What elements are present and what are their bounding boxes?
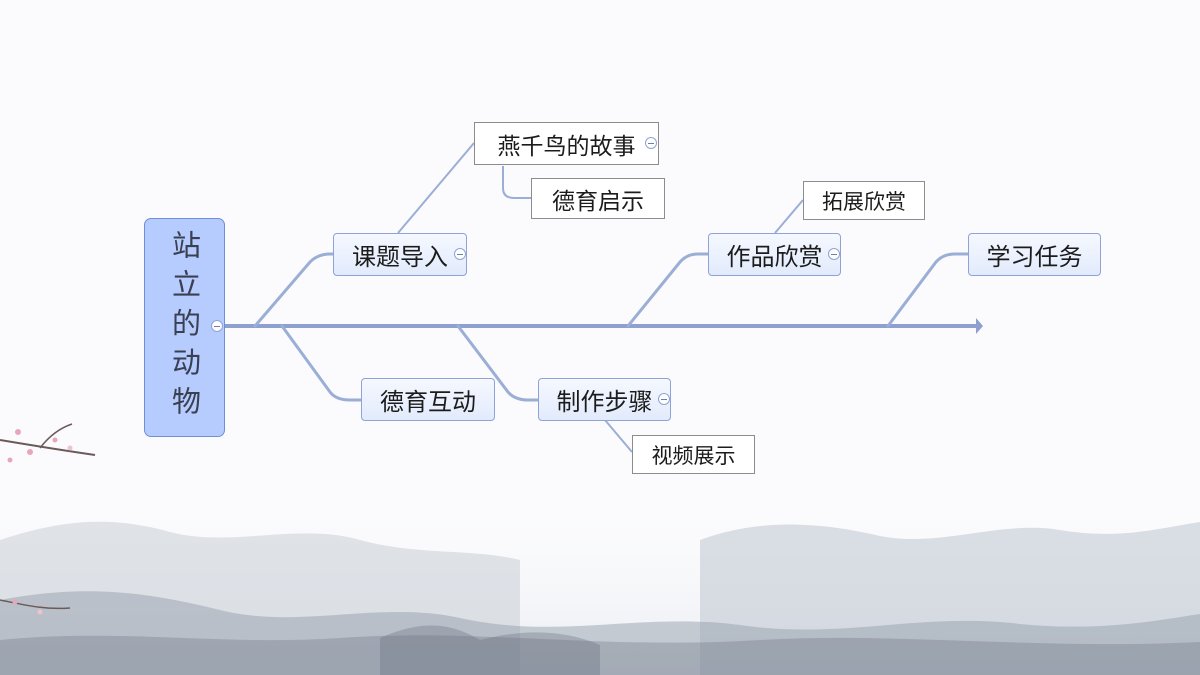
collapse-toggle-icon[interactable] bbox=[828, 248, 840, 260]
link-moral-insight bbox=[502, 166, 531, 199]
topic-moral-interaction-label: 德育互动 bbox=[380, 388, 476, 416]
subtopic-video[interactable]: 视频展示 bbox=[632, 435, 755, 474]
branch-intro bbox=[253, 252, 337, 328]
subtopic-extended-appreciation-label: 拓展欣赏 bbox=[822, 189, 906, 214]
central-topic-label: 站立的动物 bbox=[167, 230, 202, 425]
topic-appreciation-label: 作品欣赏 bbox=[726, 243, 823, 271]
subtopic-extended-appreciation[interactable]: 拓展欣赏 bbox=[803, 181, 925, 220]
link-story bbox=[397, 142, 475, 234]
subtopic-moral-insight-label: 德育启示 bbox=[552, 188, 644, 215]
spine-end-arrow bbox=[976, 318, 983, 334]
sub-branch-lines bbox=[397, 142, 804, 453]
subtopic-story-label: 燕千鸟的故事 bbox=[497, 133, 636, 160]
collapse-toggle-icon[interactable] bbox=[645, 137, 657, 149]
plum-blossom-branch bbox=[0, 423, 96, 615]
link-extended-appreciation bbox=[774, 199, 804, 234]
topic-moral-interaction[interactable]: 德育互动 bbox=[361, 378, 495, 421]
topic-learning-task-label: 学习任务 bbox=[986, 243, 1083, 271]
topic-making-steps-label: 制作步骤 bbox=[556, 388, 653, 416]
branch-appreciation bbox=[626, 252, 710, 328]
topic-intro-label: 课题导入 bbox=[352, 243, 448, 271]
ink-landscape bbox=[0, 470, 1200, 675]
subtopic-moral-insight[interactable]: 德育启示 bbox=[531, 178, 665, 219]
topic-intro[interactable]: 课题导入 bbox=[333, 233, 467, 276]
link-video bbox=[604, 419, 633, 453]
subtopic-video-label: 视频展示 bbox=[651, 443, 736, 468]
collapse-toggle-icon[interactable] bbox=[211, 320, 223, 332]
branch-learning-task bbox=[886, 252, 970, 328]
topic-making-steps[interactable]: 制作步骤 bbox=[538, 378, 671, 421]
topic-learning-task[interactable]: 学习任务 bbox=[968, 233, 1101, 276]
branch-moral-interaction bbox=[280, 324, 364, 402]
collapse-toggle-icon[interactable] bbox=[658, 393, 670, 405]
branch-making-steps bbox=[456, 324, 541, 402]
branch-lines bbox=[223, 252, 980, 402]
subtopic-story[interactable]: 燕千鸟的故事 bbox=[474, 122, 659, 165]
topic-appreciation[interactable]: 作品欣赏 bbox=[708, 233, 841, 276]
collapse-toggle-icon[interactable] bbox=[454, 248, 466, 260]
